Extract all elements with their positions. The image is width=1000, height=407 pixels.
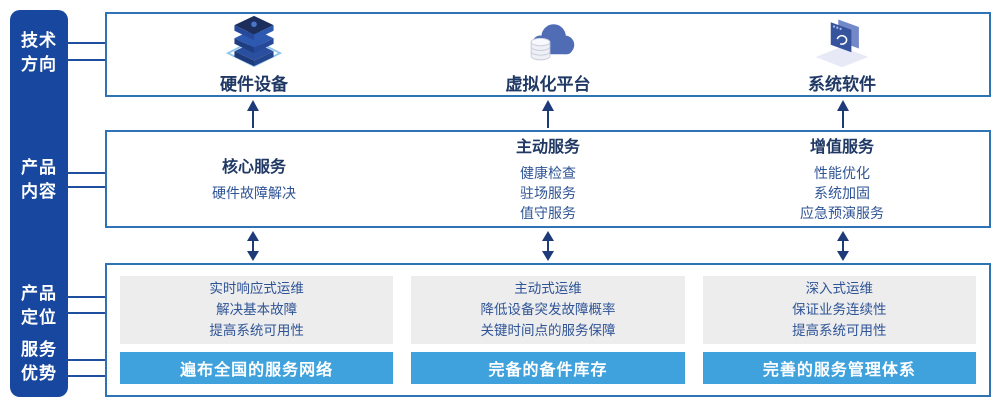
tech-direction-panel: 硬件设备 [105, 12, 991, 97]
sidebar-label-line: 服务 [21, 340, 57, 359]
connector-line [66, 172, 106, 174]
positioning-column: 主动式运维 降低设备突发故障概率 关键时间点的服务保障 完备的备件库存 [411, 276, 685, 384]
positioning-line: 深入式运维 [805, 281, 874, 297]
sidebar-label-line: 定位 [21, 308, 57, 327]
service-column-active: 主动服务 健康检查 驻场服务 值守服务 [401, 132, 695, 226]
advantage-bar: 遍布全国的服务网络 [120, 351, 394, 384]
tech-column-hardware: 硬件设备 [107, 14, 401, 95]
cloud-database-icon [518, 14, 578, 68]
service-item: 驻场服务 [520, 184, 576, 201]
sidebar-label-line: 技术 [21, 31, 57, 50]
sidebar-label-product-positioning: 产品 定位 [10, 282, 68, 330]
up-arrow-icon [105, 99, 400, 128]
sidebar-label-tech-direction: 技术 方向 [10, 29, 68, 77]
positioning-box: 实时响应式运维 解决基本故障 提高系统可用性 [120, 276, 394, 344]
positioning-line: 提高系统可用性 [209, 323, 304, 339]
connector-line [66, 186, 106, 188]
service-column-core: 核心服务 硬件故障解决 [107, 132, 401, 226]
product-content-panel: 核心服务 硬件故障解决 主动服务 健康检查 驻场服务 值守服务 增值服务 性能优… [105, 130, 991, 228]
sidebar-label-line: 优势 [21, 364, 57, 383]
double-arrow-icon [696, 231, 991, 261]
double-arrow-icon [400, 231, 695, 261]
service-column-value-added: 增值服务 性能优化 系统加固 应急预演服务 [695, 132, 989, 226]
sidebar-label-line: 产品 [21, 158, 57, 177]
sidebar: 技术 方向 产品 内容 产品 定位 服务 优势 [10, 10, 68, 397]
server-stack-icon [223, 14, 285, 68]
connector-line [66, 59, 106, 61]
service-heading: 核心服务 [221, 158, 286, 176]
connector-line [66, 296, 106, 298]
positioning-line: 解决基本故障 [216, 302, 298, 318]
connector-line [66, 375, 106, 377]
positioning-line: 实时响应式运维 [209, 281, 304, 297]
software-window-icon [812, 14, 872, 68]
positioning-column: 实时响应式运维 解决基本故障 提高系统可用性 遍布全国的服务网络 [120, 276, 394, 384]
sidebar-label-service-advantages: 服务 优势 [10, 338, 68, 386]
up-arrow-icon [696, 99, 991, 128]
positioning-box: 深入式运维 保证业务连续性 提高系统可用性 [702, 276, 976, 344]
positioning-advantages-panel: 实时响应式运维 解决基本故障 提高系统可用性 遍布全国的服务网络 主动式运维 降… [105, 263, 991, 397]
double-arrow-icon [105, 231, 400, 261]
sidebar-label-line: 方向 [21, 55, 57, 74]
advantage-bar: 完善的服务管理体系 [702, 351, 976, 384]
arrow-row-bottom [105, 231, 991, 261]
positioning-line: 保证业务连续性 [792, 302, 887, 318]
sidebar-label-product-content: 产品 内容 [10, 156, 68, 204]
service-heading: 增值服务 [809, 138, 874, 156]
tech-label-virtualization: 虚拟化平台 [505, 75, 591, 94]
positioning-line: 关键时间点的服务保障 [480, 323, 616, 339]
positioning-line: 提高系统可用性 [792, 323, 887, 339]
connector-line [66, 312, 106, 314]
positioning-box: 主动式运维 降低设备突发故障概率 关键时间点的服务保障 [411, 276, 685, 344]
positioning-line: 降低设备突发故障概率 [480, 302, 616, 318]
service-item: 系统加固 [814, 184, 870, 201]
positioning-column: 深入式运维 保证业务连续性 提高系统可用性 完善的服务管理体系 [702, 276, 976, 384]
service-item: 硬件故障解决 [212, 184, 296, 201]
positioning-line: 主动式运维 [514, 281, 582, 297]
connector-line [66, 359, 106, 361]
service-item: 值守服务 [520, 204, 576, 221]
sidebar-label-line: 内容 [21, 182, 57, 201]
arrow-row-top [105, 99, 991, 128]
service-heading: 主动服务 [515, 138, 580, 156]
up-arrow-icon [400, 99, 695, 128]
tech-column-virtualization: 虚拟化平台 [401, 14, 695, 95]
tech-label-hardware: 硬件设备 [220, 75, 288, 94]
connector-line [66, 42, 106, 44]
tech-column-system-software: 系统软件 [695, 14, 989, 95]
advantage-bar: 完备的备件库存 [411, 351, 685, 384]
tech-label-system-software: 系统软件 [808, 75, 876, 94]
sidebar-label-line: 产品 [21, 284, 57, 303]
service-item: 健康检查 [520, 164, 576, 181]
service-item: 性能优化 [814, 164, 870, 181]
service-item: 应急预演服务 [800, 204, 884, 221]
